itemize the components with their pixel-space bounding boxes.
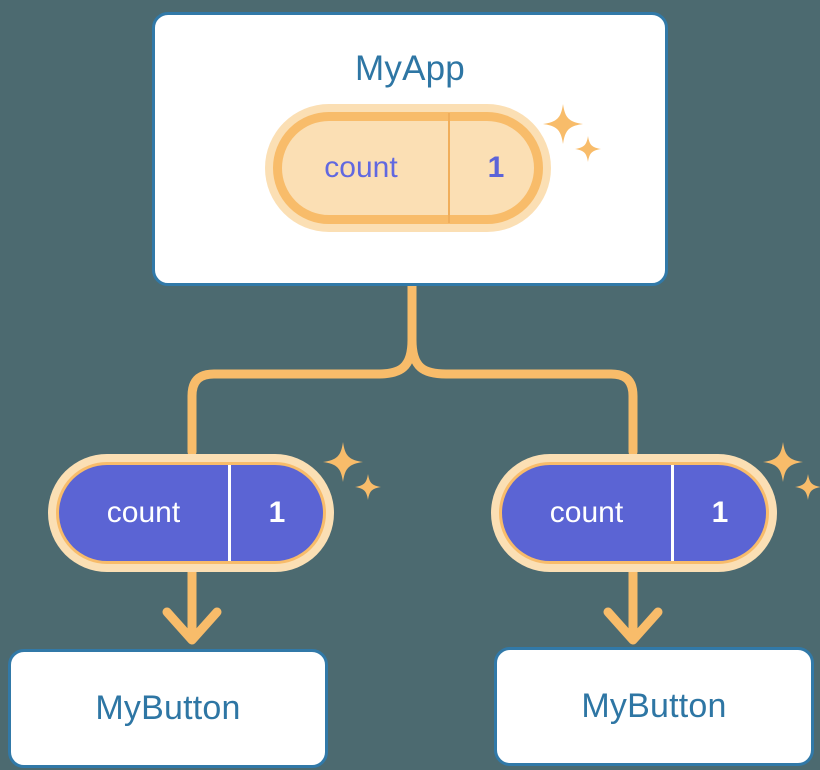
state-pill-child-right-key: count [502, 465, 674, 561]
state-pill-child-left-value: 1 [268, 496, 286, 529]
connector-branch-right [407, 335, 638, 457]
state-pill-child-left-inner: count 1 [59, 465, 323, 561]
child-button-left[interactable]: MyButton [8, 649, 328, 768]
page-title: MyApp [355, 49, 465, 88]
child-button-right[interactable]: MyButton [494, 647, 814, 766]
state-pill-root[interactable]: count 1 [265, 104, 551, 232]
state-pill-child-right[interactable]: count 1 [491, 454, 777, 572]
state-pill-root-value: 1 [487, 151, 505, 184]
state-pill-child-right-value: 1 [711, 496, 729, 529]
state-pill-child-left[interactable]: count 1 [48, 454, 334, 572]
connector-branch-left [187, 335, 417, 457]
state-pill-child-right-inner: count 1 [502, 465, 766, 561]
state-pill-root-key: count [274, 113, 450, 223]
child-button-right-label: MyButton [581, 687, 727, 725]
state-pill-child-left-key: count [59, 465, 231, 561]
arrow-head-left-icon [162, 607, 222, 645]
arrow-head-right-icon [603, 607, 663, 645]
child-button-left-label: MyButton [95, 689, 241, 727]
